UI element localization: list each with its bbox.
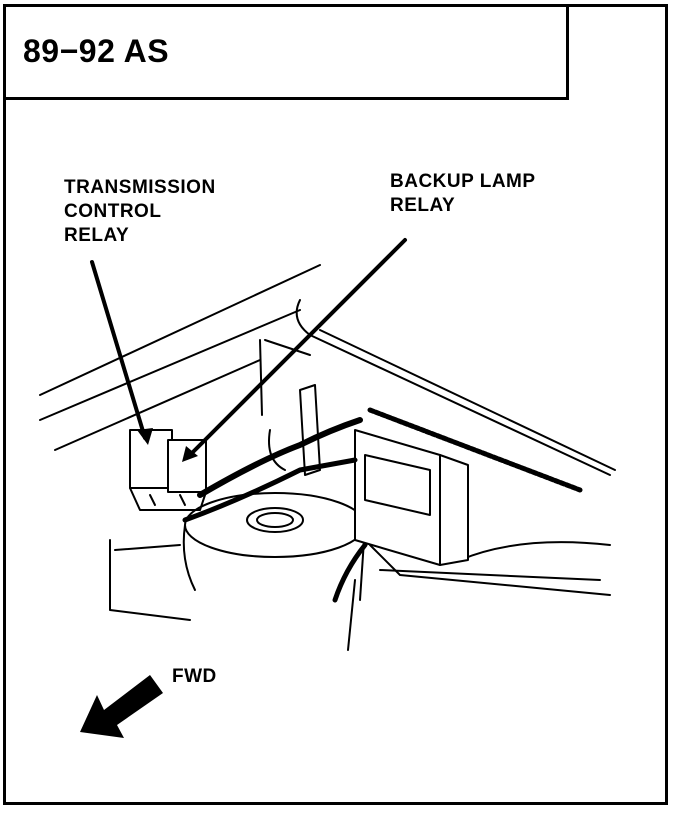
control-module (354, 429, 469, 566)
relay-connector (149, 494, 186, 506)
floor-line (369, 544, 611, 596)
label-backup-lamp-relay: BACKUP LAMP RELAY (390, 171, 536, 216)
forward-arrow-icon (80, 675, 163, 738)
transmission-housing-top (184, 492, 366, 558)
label-transmission-control-relay: TRANSMISSION CONTROL RELAY (64, 177, 216, 246)
floor-line (379, 569, 601, 581)
floor-line (459, 541, 611, 561)
body-panel-line (319, 329, 616, 471)
wiring-harness (332, 542, 368, 603)
body-panel-line (39, 264, 321, 396)
body-panel-line (39, 309, 301, 421)
body-panel-line (295, 299, 611, 476)
bracket (268, 429, 286, 471)
leader-line-backup-relay (188, 238, 407, 457)
body-panel-line (264, 339, 311, 356)
body-panel-line (259, 339, 263, 416)
diagram-title: 89−92 AS (23, 33, 170, 69)
title-box (3, 4, 569, 100)
body-panel-line (54, 359, 261, 451)
label-forward: FWD (172, 666, 217, 687)
bracket (299, 384, 321, 476)
wiring-harness (197, 417, 363, 498)
wiring-harness (367, 407, 583, 493)
leader-arrowhead-backup (182, 446, 198, 462)
diagram-frame (3, 4, 668, 805)
transmission-boss-inner (256, 512, 294, 528)
floor-line (114, 544, 181, 551)
dipstick (347, 579, 356, 651)
floor-line (109, 539, 191, 621)
wiring-harness (182, 457, 358, 523)
relay-bracket (129, 487, 207, 511)
transmission-boss (246, 507, 304, 533)
control-module-connector (364, 454, 431, 516)
leader-arrowhead-transmission (137, 428, 153, 445)
transmission-control-relay-body (129, 429, 173, 489)
leader-line-transmission-relay (90, 260, 147, 440)
transmission-housing-side (182, 524, 196, 591)
